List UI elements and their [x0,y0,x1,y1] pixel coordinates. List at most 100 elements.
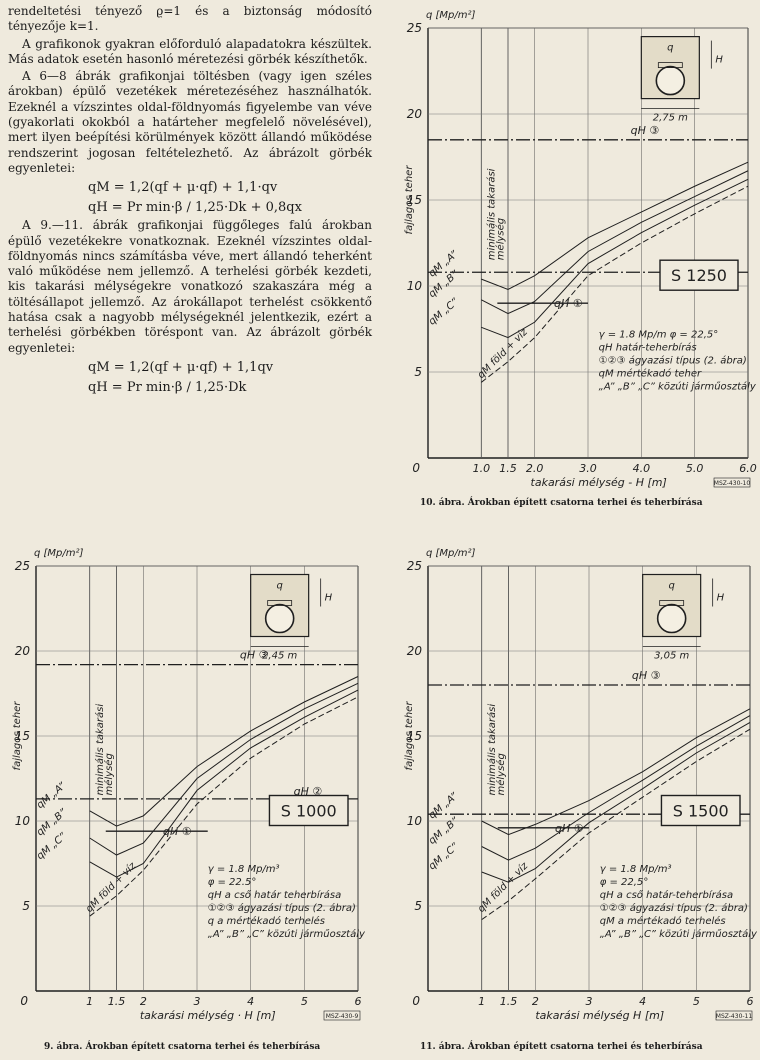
inset-width-label: 3,05 m [654,651,689,662]
y-tick-label: 20 [407,644,423,658]
x-tick-label: 4 [639,995,646,1008]
y-tick-label: 25 [15,559,30,573]
inset-h-label: H [325,593,333,604]
legend-line: „A” „B” „C” közúti járműosztály [599,381,757,393]
x-tick-label: 2 [140,995,147,1008]
y-tick-label: 15 [15,729,30,743]
equation-qh-2: qH = Pr min·β / 1,25·Dk [88,379,247,395]
pipe-size-box [660,794,741,827]
origin-label: 0 [412,994,420,1008]
y-tick-label: 25 [407,21,422,35]
legend-line: qM a mértékadó terhelés [600,915,726,927]
y-tick-label: 10 [407,814,423,828]
y-tick-label: 20 [407,107,423,121]
body-text: rendeltetési tényező ϱ=1 és a biztonság … [8,4,372,398]
y-axis-label: fajlagos teher [12,701,23,771]
qm-curve [89,696,359,917]
pipe-size-label: S 1000 [281,802,337,821]
y-tick-label: 10 [15,814,31,828]
x-axis-label: takarási mélység · H [m] [140,1009,276,1022]
y-tick-label: 15 [407,193,422,207]
curve-label: qM „A” [427,790,461,821]
inset-q-label: q [276,581,282,592]
pipe-bedding [657,62,683,68]
y-axis-label: fajlagos teher [404,701,415,771]
qh-1-label: qH ① [555,822,584,835]
reference-code-box [715,1010,753,1021]
origin-label: 0 [20,994,28,1008]
x-tick-label: 6 [355,995,362,1008]
figure-11-caption: 11. ábra. Árokban épített csatorna terhe… [420,1042,703,1052]
pipe-circle [264,603,295,634]
min-depth-label-2: mélység [495,218,507,260]
x-tick-label: 1 [478,995,485,1008]
pipe-size-box [659,259,739,291]
qm-curve [481,161,749,290]
qm-curve [89,689,359,878]
legend-line: qM mértékadó teher [599,368,702,380]
x-tick-label: 4.0 [633,462,651,475]
reference-code-box [323,1010,361,1021]
pipe-circle [655,65,686,96]
equation-qm-2: qM = 1,2(qf + μ·qf) + 1,1qv [88,359,274,375]
y-tick-label: 5 [414,365,422,379]
qh-3-label: qH ③ [632,669,661,682]
inset-q-label: q [668,581,674,592]
x-tick-label: 2 [532,995,539,1008]
legend-line: ①②③ ágyazási típus (2. ábra) [599,355,747,367]
qh-1-label: qH ① [163,825,192,838]
pipe-size-label: S 1250 [671,266,727,285]
legend-line: φ = 22.5° [208,877,257,888]
x-axis-label: takarási mélység H [m] [535,1009,664,1022]
curve-label: qM „B” [35,807,70,839]
y-tick-label: 20 [15,644,31,658]
curve-label-fold-viz: qM föld + víz [83,860,138,915]
y-axis-label: fajlagos teher [404,165,415,235]
inset-width-label: 2,45 m [262,651,297,662]
pipe-circle [656,603,687,634]
legend-line: „A” „B” „C” közúti járműosztály [208,928,366,940]
inset-h-label: H [715,55,723,66]
equation-block-2: qM = 1,2(qf + μ·qf) + 1,1qv qH = Pr min·… [8,358,372,398]
min-depth-label-1: minimális takarási [486,704,498,796]
y-tick-label: 25 [407,559,422,573]
inset-h-label: H [717,593,725,604]
equation-qh-1: qH = Pr min·β / 1,25·Dk + 0,8qx [88,200,302,216]
qm-curve [481,185,749,383]
x-tick-label: 6 [747,995,754,1008]
y-tick-label: 5 [22,899,30,913]
qm-curve [481,708,751,836]
reference-code: MSZ-430-11 [716,1013,753,1020]
figure-9-caption: 9. ábra. Árokban épített csatorna terhei… [44,1042,321,1052]
legend-line: „A” „B” „C” közúti járműosztály [600,928,758,940]
qh-3-label: qH ③ [240,649,269,662]
x-tick-label: 5 [301,995,308,1008]
x-tick-label: 1.5 [108,995,126,1008]
min-depth-label-1: minimális takarási [486,168,498,260]
min-depth-label-2: mélység [495,753,507,795]
curve-label: qM „A” [35,780,69,811]
reference-code: MSZ-430-10 [714,480,751,487]
x-tick-label: 2.0 [526,462,544,475]
legend-line: γ = 1.8 Mp/m φ = 22,5° [599,330,719,341]
origin-label: 0 [412,461,420,475]
paragraph-4: A 9.—11. ábrák grafikonjai függőleges fa… [8,218,372,355]
x-tick-label: 3.0 [579,462,597,475]
legend-line: γ = 1.8 Mp/m³ [600,864,672,875]
legend-line: q a mértékadó terhelés [208,915,325,927]
curve-label: qM „C” [427,296,461,327]
qh-2-label: qH ② [294,785,323,798]
pipe-bedding [267,600,293,606]
pipe-bedding [659,600,685,606]
curve-label-fold-viz: qM föld + víz [475,860,530,915]
x-tick-label: 1.5 [500,995,518,1008]
inset-q-label: q [667,43,673,54]
reference-code: MSZ-430-9 [326,1013,359,1020]
y-axis-unit-label: q [Mp/m²] [426,548,476,559]
legend-line: γ = 1.8 Mp/m³ [208,864,280,875]
